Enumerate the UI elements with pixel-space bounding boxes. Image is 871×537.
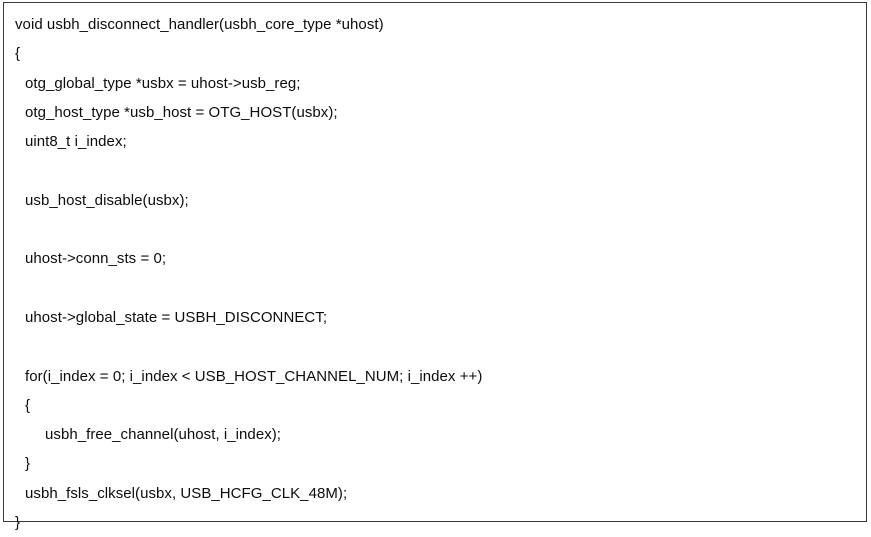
code-line: uint8_t i_index;	[25, 133, 127, 151]
code-line: otg_host_type *usb_host = OTG_HOST(usbx)…	[25, 103, 338, 121]
code-line: otg_global_type *usbx = uhost->usb_reg;	[25, 74, 301, 92]
code-line: usbh_fsls_clksel(usbx, USB_HCFG_CLK_48M)…	[25, 484, 348, 502]
code-line: uhost->conn_sts = 0;	[25, 250, 167, 268]
code-line: }	[25, 455, 31, 473]
code-listing: void usbh_disconnect_handler(usbh_core_t…	[4, 3, 866, 537]
code-listing-box: void usbh_disconnect_handler(usbh_core_t…	[3, 2, 867, 531]
code-line-blank	[4, 332, 866, 361]
code-line: usbh_free_channel(uhost, i_index);	[45, 426, 282, 444]
code-line: }	[15, 514, 21, 532]
code-line-blank	[4, 215, 866, 244]
code-line-blank	[4, 274, 866, 303]
code-line: void usbh_disconnect_handler(usbh_core_t…	[15, 16, 384, 33]
code-line-blank	[4, 156, 866, 185]
code-line: uhost->global_state = USBH_DISCONNECT;	[25, 308, 328, 326]
code-line: for(i_index = 0; i_index < USB_HOST_CHAN…	[25, 367, 483, 385]
code-line: {	[15, 45, 21, 63]
code-line: {	[25, 396, 31, 414]
code-line: usb_host_disable(usbx);	[25, 191, 189, 209]
